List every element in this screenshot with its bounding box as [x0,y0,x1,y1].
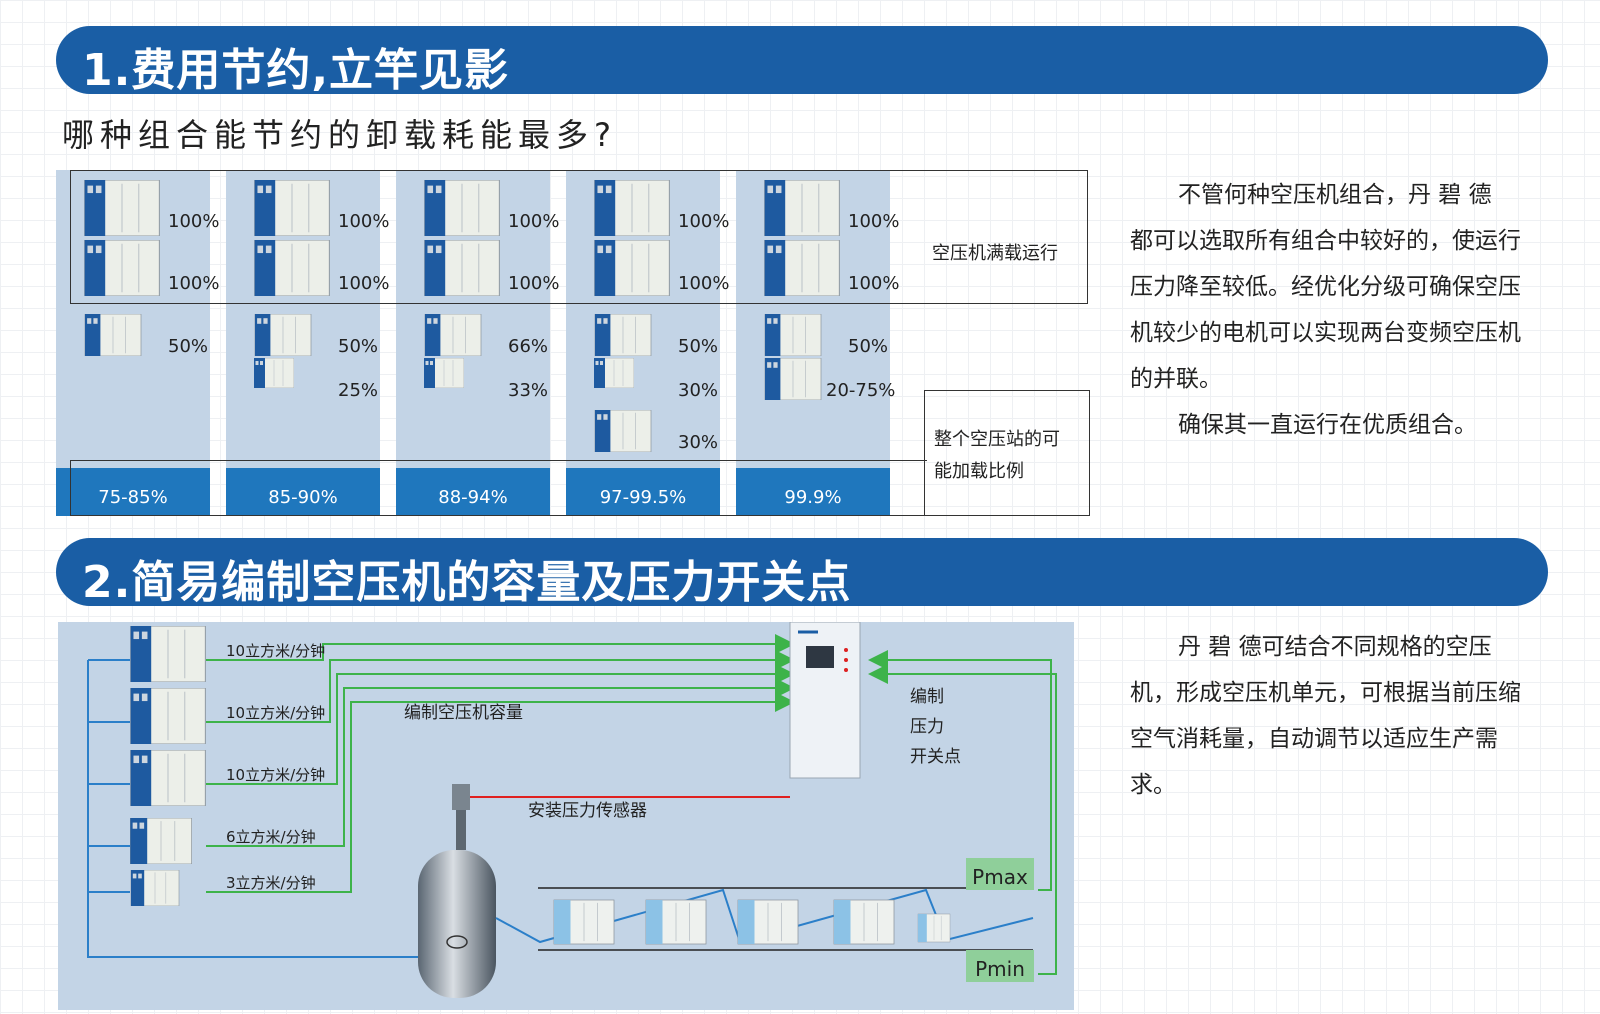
section2-title: 2.简易编制空压机的容量及压力开关点 [82,557,852,608]
partial-load-percent: 50% [338,336,379,357]
compressor-icon [594,313,652,360]
partial-load-percent: 25% [338,380,379,401]
full-load-note: 空压机满载运行 [932,243,1058,264]
section2-para-line1: 丹 碧 德可结合不同规格的空压 [1178,634,1492,660]
capacity-value: 10立方米/分钟 [226,766,326,784]
section1-paragraph: 不管何种空压机组合，丹 碧 德 都可以选取所有组合中较好的，使运行压力降至较低。… [1130,172,1542,448]
load-ratio-value: 97-99.5% [566,468,720,516]
load-ratio-note-line1: 整个空压站的可 [934,429,1060,450]
compressor-icon [424,179,500,240]
full-load-percent: 100% [678,211,730,232]
load-ratio-value: 75-85% [56,468,210,516]
compressor-icon [254,239,330,300]
compressor-icon [130,869,180,910]
compressor-icon [254,179,330,240]
compressor-icon [553,899,615,945]
compressor-icon [764,313,822,360]
compressor-icon [594,239,670,300]
section1-para-line1: 不管何种空压机组合，丹 碧 德 [1178,182,1492,208]
compressor-icon [130,687,206,748]
full-load-percent: 100% [848,211,900,232]
load-ratio-value: 88-94% [396,468,550,516]
pmax-label: Pmax [966,858,1034,890]
compressor-icon [84,313,142,360]
section2-para-line2: 机，形成空压机单元，可根据当前压缩空气消耗量，自动调节以适应生产需求。 [1130,680,1521,798]
compressor-icon [645,899,707,945]
full-load-percent: 100% [168,273,220,294]
section2-banner: 2.简易编制空压机的容量及压力开关点 [56,538,1548,608]
partial-load-percent: 33% [508,380,549,401]
capacity-value: 10立方米/分钟 [226,642,326,660]
compressor-icon [254,313,312,360]
load-ratio-note-line2: 能加载比例 [934,461,1024,482]
compressor-icon [423,357,465,392]
compressor-icon [764,239,840,300]
pressure-control-diagram: 10立方米/分钟 10立方米/分钟 10立方米/分钟 6立方米/分钟 3立方米/分钟 编… [58,622,1074,1010]
section1-para-line3: 确保其一直运行在优质组合。 [1178,412,1477,438]
full-load-percent: 100% [338,273,390,294]
compressor-icon [764,179,840,240]
switch-label-2: 压力 [910,717,944,737]
compressor-icon [424,313,482,360]
load-ratio-value: 99.9% [736,468,890,516]
diagram-lines [87,622,1057,998]
full-load-frame [70,170,1088,304]
sensor-label: 安装压力传感器 [528,801,647,821]
partial-load-percent: 50% [848,336,889,357]
compressor-icon [253,357,295,392]
full-load-percent: 100% [508,211,560,232]
compressor-icon [593,357,635,392]
compressor-icon [764,357,822,404]
section1-banner: 1.费用节约,立竿见影 [56,26,1548,96]
partial-load-percent: 50% [678,336,719,357]
compressor-icon [130,625,206,686]
compressor-icon [130,749,206,810]
load-ratio-value: 85-90% [226,468,380,516]
partial-load-percent: 30% [678,380,719,401]
compressor-icon [84,239,160,300]
section1-para-line2: 都可以选取所有组合中较好的，使运行压力降至较低。经优化分级可确保空压机较少的电机… [1130,228,1521,392]
load-ratio-frame-left [70,460,927,516]
load-ratio-frame-right [924,390,1090,516]
full-load-percent: 100% [508,273,560,294]
partial-load-percent: 20-75% [826,380,896,401]
section1-subtitle: 哪种组合能节约的卸载耗能最多? [62,116,617,154]
capacity-label: 编制空压机容量 [404,703,523,723]
compressor-icon [424,239,500,300]
full-load-percent: 100% [168,211,220,232]
partial-load-percent: 66% [508,336,549,357]
band-compressors [553,899,951,945]
section2-paragraph: 丹 碧 德可结合不同规格的空压 机，形成空压机单元，可根据当前压缩空气消耗量，自… [1130,624,1542,808]
full-load-percent: 100% [678,273,730,294]
partial-load-percent: 50% [168,336,209,357]
compressor-icon [84,179,160,240]
compressor-icon [594,179,670,240]
section1-title: 1.费用节约,立竿见影 [82,45,510,96]
compressor-icon [737,899,799,945]
compressor-icon [129,817,193,868]
full-load-percent: 100% [338,211,390,232]
partial-load-percent: 30% [678,432,719,453]
compressor-icon [594,409,652,456]
pmin-label: Pmin [966,950,1034,982]
compressor-icon [833,899,895,945]
compressor-icon [917,913,951,943]
full-load-percent: 100% [848,273,900,294]
capacity-value: 10立方米/分钟 [226,704,326,722]
capacity-value: 3立方米/分钟 [226,874,316,892]
capacity-value: 6立方米/分钟 [226,828,316,846]
switch-label-3: 开关点 [910,747,961,767]
switch-label-1: 编制 [910,687,944,707]
